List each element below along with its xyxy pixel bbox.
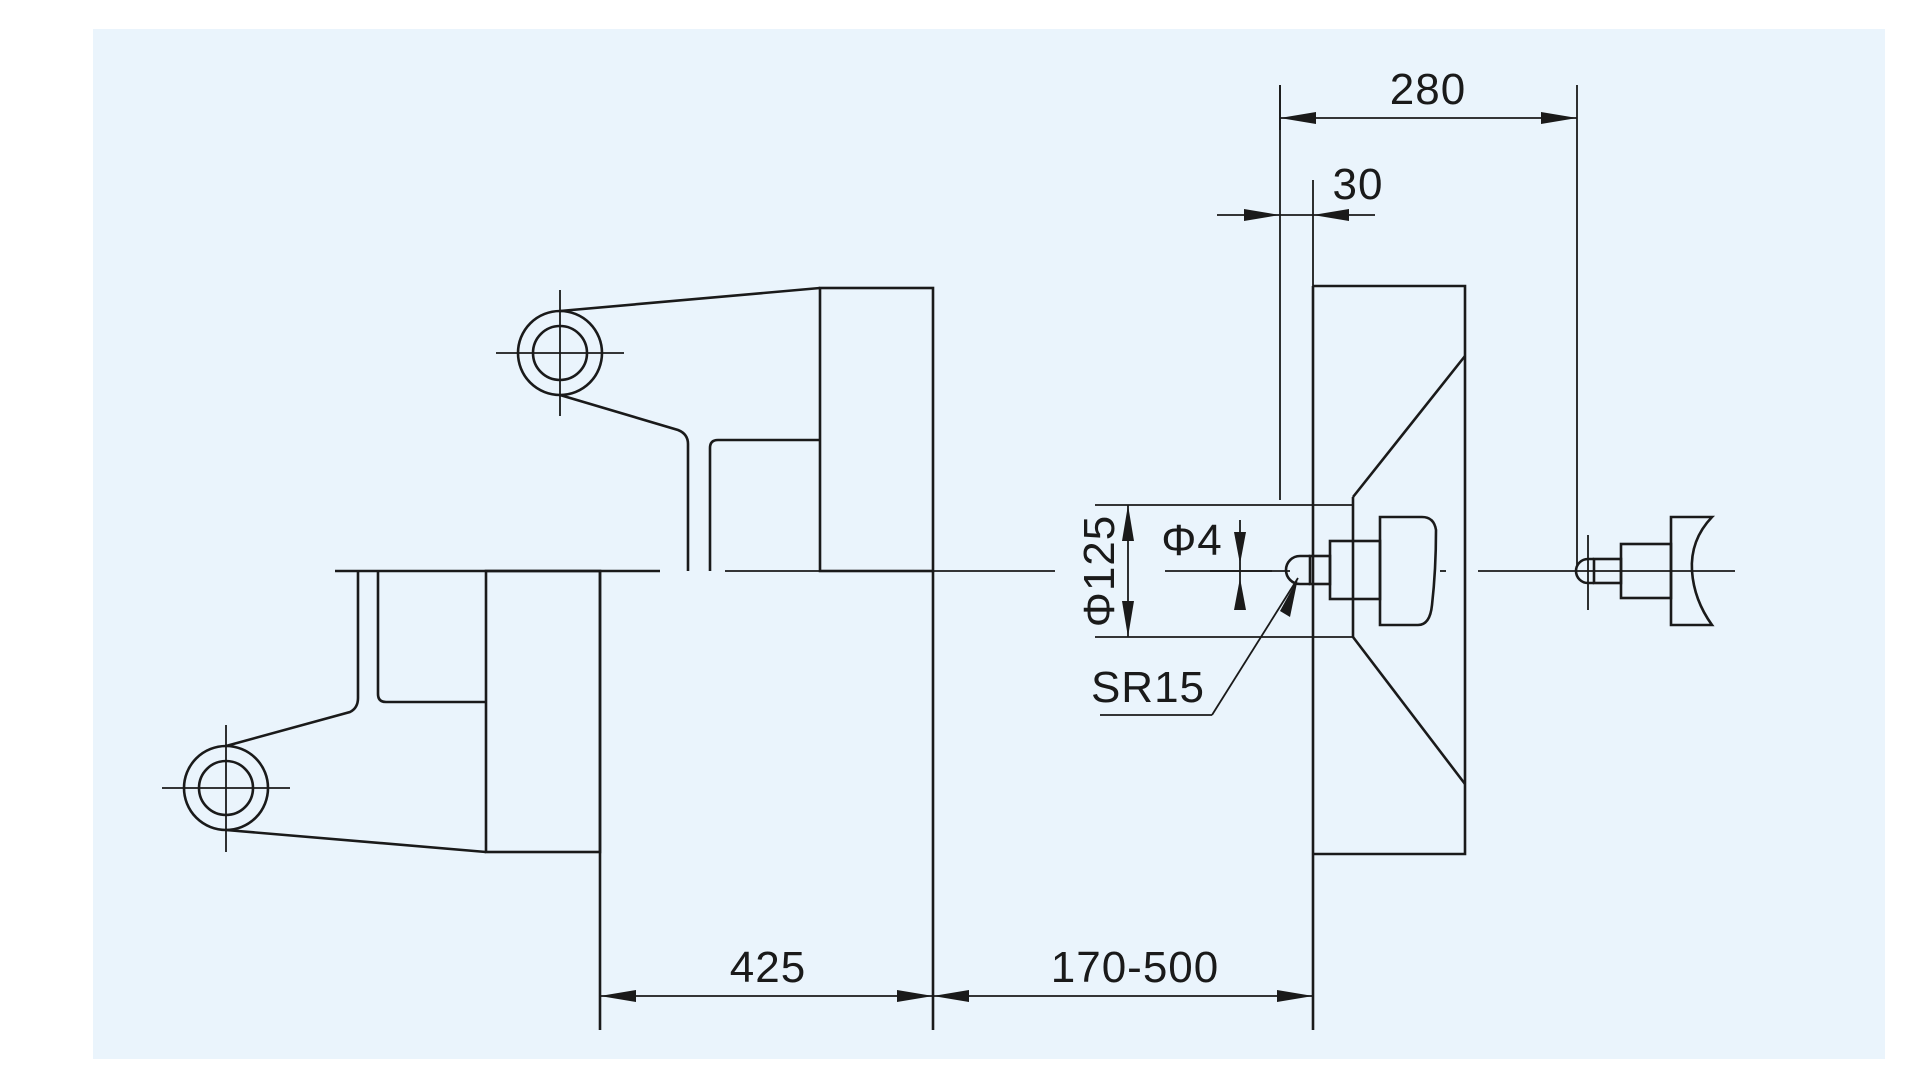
fixture-ball	[1574, 557, 1594, 585]
dimension-dia4: Φ4	[1161, 516, 1272, 610]
platen-taper-bottom	[1351, 636, 1467, 785]
probe-shank	[1328, 539, 1382, 601]
upper-bracket	[496, 286, 935, 573]
lower-arm-bottom-edge	[225, 828, 487, 854]
right-fixture	[1574, 85, 1716, 627]
lower-arm-inner-rib	[376, 571, 486, 704]
dia4-arrow-top	[1234, 532, 1246, 564]
dimension-dia125: Φ125	[1075, 504, 1353, 638]
lower-body-block	[484, 569, 602, 854]
dimension-30: 30	[1217, 160, 1384, 286]
dimension-sr15: SR15	[1091, 577, 1299, 716]
upper-body-block	[818, 286, 935, 573]
lower-arm-outline	[225, 571, 360, 748]
upper-arm-outline	[559, 393, 690, 571]
dim-280-arrow-right	[1541, 112, 1577, 124]
carriage	[335, 569, 935, 1030]
sr15-leader-diagonal	[1211, 577, 1299, 716]
dim-170-500-arrow-right	[1277, 990, 1313, 1002]
dim-30-label: 30	[1333, 160, 1384, 209]
upper-arm-top-edge	[559, 286, 821, 313]
platen-outline	[1313, 284, 1467, 856]
dim-425-label: 425	[730, 943, 806, 992]
dim-280-label: 280	[1390, 65, 1466, 114]
dim-30-arrow-right	[1313, 209, 1349, 221]
dim-170-500-arrow-left	[933, 990, 969, 1002]
sr15-label: SR15	[1091, 663, 1205, 712]
dimension-170-500: 170-500	[933, 943, 1313, 1002]
right-platen	[1279, 85, 1467, 1030]
dim-425-arrow-right	[897, 990, 933, 1002]
lower-bracket	[162, 569, 602, 854]
dimension-280: 280	[1279, 65, 1577, 130]
dia125-arrow-bottom	[1122, 601, 1134, 637]
drawing-panel	[93, 29, 1885, 1059]
dia4-arrow-bottom	[1234, 578, 1246, 610]
fixture-jaw	[1669, 515, 1716, 627]
probe-neck	[1308, 554, 1332, 586]
dia125-arrow-top	[1122, 505, 1134, 541]
upper-arm-inner-rib	[708, 438, 820, 571]
probe-assembly	[1284, 515, 1438, 627]
platen-taper-top	[1351, 355, 1467, 498]
dimension-425: 425	[600, 943, 933, 1002]
probe-ball-tip	[1284, 554, 1310, 586]
dia125-label: Φ125	[1075, 515, 1124, 628]
dia4-label: Φ4	[1161, 516, 1223, 565]
dim-30-arrow-left	[1244, 209, 1280, 221]
dim-280-arrow-left	[1280, 112, 1316, 124]
dim-170-500-label: 170-500	[1051, 943, 1219, 992]
probe-knob	[1378, 515, 1438, 627]
sr15-leader-arrow	[1280, 578, 1298, 617]
dim-425-arrow-left	[600, 990, 636, 1002]
